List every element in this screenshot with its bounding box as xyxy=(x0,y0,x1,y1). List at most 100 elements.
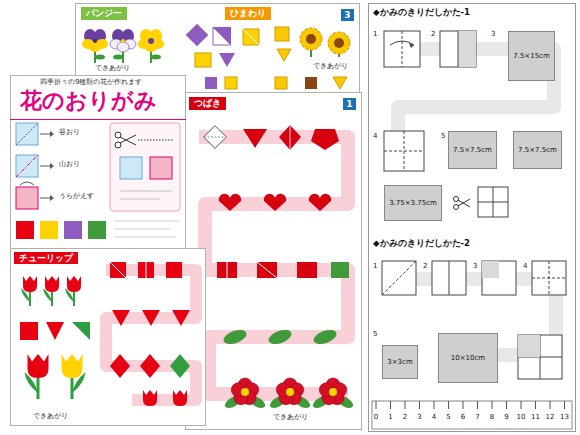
instruction-sheet: ◆かみのきりだしかた-1◆かみのきりだしかた-27.5×15cm7.5×7.5c… xyxy=(368,3,576,432)
drawing-shape xyxy=(243,29,259,45)
drawing-shape xyxy=(50,195,54,201)
drawing-shape xyxy=(309,194,331,211)
ruler-number: 11 xyxy=(530,413,541,421)
drawing-shape xyxy=(382,261,416,295)
drawing-shape xyxy=(16,123,38,145)
drawing-shape xyxy=(329,388,337,396)
drawing-shape xyxy=(51,292,53,306)
section-heading: ◆かみのきりだしかた-2 xyxy=(372,239,471,249)
drawing-shape xyxy=(40,166,50,167)
instruction-sheet: 1 つばき xyxy=(185,92,362,430)
ruler-number: 0 xyxy=(373,413,379,421)
drawing-shape xyxy=(62,354,83,378)
drawing-shape xyxy=(16,123,38,145)
label-text: 1 xyxy=(373,262,377,270)
drawing-shape xyxy=(227,262,228,278)
node-text: 1 xyxy=(346,99,353,109)
label-text: 11 xyxy=(531,413,540,421)
finish-caption: できあがり xyxy=(272,413,309,421)
camellia-steps xyxy=(204,125,349,347)
drawing-shape xyxy=(16,155,38,177)
drawing-shape xyxy=(549,261,550,295)
flower-title-band: パンジー xyxy=(81,7,127,20)
label-text: できあがり xyxy=(95,64,130,72)
drawing-shape xyxy=(204,137,226,138)
label-text: 5 xyxy=(446,413,450,421)
fold-symbol-name: 山おり xyxy=(58,160,81,168)
drawing-shape xyxy=(186,24,209,47)
section-heading: ◆かみのきりだしかた-1 xyxy=(372,8,471,18)
drawing-shape xyxy=(150,157,172,179)
label-text: 1 xyxy=(373,30,377,38)
drawing-shape xyxy=(186,93,362,430)
drawing-shape xyxy=(384,151,424,152)
drawing-shape xyxy=(110,262,126,278)
drawing-shape xyxy=(384,31,420,67)
scissors-panel xyxy=(110,123,180,237)
drawing-shape xyxy=(372,401,572,429)
drawing-shape xyxy=(121,39,125,43)
camellia-flower xyxy=(268,378,312,410)
drawing-shape xyxy=(46,322,64,340)
step-number: 3 xyxy=(472,262,478,270)
drawing-shape xyxy=(384,131,424,171)
node-text: ◆かみのきりだしかた-1 xyxy=(373,8,470,18)
flower-title-band: つばき xyxy=(189,97,226,110)
node-text: ◆かみのきりだしかた-2 xyxy=(373,239,470,249)
ruler-number: 13 xyxy=(559,413,570,421)
drawing-shape xyxy=(518,335,562,379)
label-text: 3 xyxy=(417,413,421,421)
label-text: 1 xyxy=(388,413,392,421)
label-text: 4 xyxy=(523,262,527,270)
tulip-flower xyxy=(62,354,86,399)
pansy-flower xyxy=(138,29,164,63)
drawing-shape xyxy=(106,270,196,400)
label-text: 10 xyxy=(517,413,526,421)
camellia-flower xyxy=(223,378,267,410)
drawing-shape xyxy=(138,262,154,278)
node-text: 7.5×7.5cm xyxy=(453,146,492,154)
ruler-number: 6 xyxy=(460,413,466,421)
drawing-shape xyxy=(110,262,126,278)
paper-size-box: 7.5×7.5cm xyxy=(448,131,497,169)
drawing-shape xyxy=(334,38,344,48)
node-text: パンジー xyxy=(86,8,122,18)
drawing-shape xyxy=(151,55,161,60)
drawing-shape xyxy=(110,354,130,378)
drawing-shape xyxy=(16,221,34,239)
node-text: チューリップ xyxy=(19,253,73,263)
page-number-badge: 3 xyxy=(341,9,354,21)
step-number: 5 xyxy=(372,330,378,338)
paper-size-box: 3.75×3.75cm xyxy=(384,185,442,221)
drawing-shape xyxy=(277,49,291,61)
drawing-shape xyxy=(454,197,459,202)
ruler-number: 10 xyxy=(516,413,527,421)
tulip-icon xyxy=(43,276,59,306)
drawing-shape xyxy=(402,31,403,67)
drawing-shape xyxy=(217,262,237,278)
drawing-shape xyxy=(93,39,97,43)
drawing-shape xyxy=(89,42,101,52)
drawing-shape xyxy=(146,262,147,278)
step-number: 1 xyxy=(372,30,378,38)
ruler-number: 9 xyxy=(503,413,509,421)
drawing-shape xyxy=(279,125,301,150)
label-text: 2 xyxy=(431,30,435,38)
flower-title-band: ひまわり xyxy=(225,7,271,20)
tulip-icon xyxy=(21,276,37,306)
drawing-shape xyxy=(458,31,459,67)
drawing-shape xyxy=(113,55,123,60)
drawing-shape xyxy=(440,31,476,67)
step-number: 4 xyxy=(372,132,378,140)
drawing-shape xyxy=(10,119,186,120)
drawing-shape xyxy=(120,191,172,199)
drawing-shape xyxy=(331,262,349,278)
step-number: 5 xyxy=(440,132,446,140)
drawing-shape xyxy=(88,221,106,239)
drawing-shape xyxy=(369,4,576,432)
drawing-shape xyxy=(166,262,182,278)
drawing-shape xyxy=(376,401,565,409)
drawing-shape xyxy=(16,187,38,209)
drawing-shape xyxy=(50,163,54,169)
